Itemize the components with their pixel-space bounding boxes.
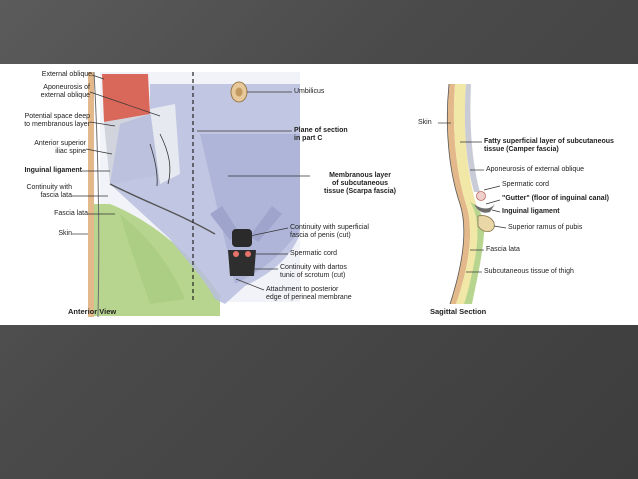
sagittal-skin-layer	[447, 84, 471, 304]
label-sagittal-skin: Skin	[418, 119, 432, 126]
penis-stump-right	[250, 206, 282, 242]
spermatic-cord-right	[245, 251, 251, 257]
label-sagittal-subcutaneous-thigh: Subcutaneous tissue of thigh	[484, 268, 574, 275]
potential-space	[150, 104, 180, 184]
fascia-lata-shading	[120, 214, 185, 304]
label-continuity-penis: Continuity with superficial fascia of pe…	[290, 224, 369, 239]
label-potential-space: Potential space deep to membranous layer	[24, 113, 90, 128]
skin-strip	[88, 72, 94, 317]
sagittal-spermatic-cord	[476, 191, 486, 201]
label-sagittal-gutter: "Gutter" (floor of inguinal canal)	[502, 195, 609, 202]
label-continuity-dartos: Continuity with dartos tunic of scrotum …	[280, 264, 347, 279]
sagittal-aponeurosis	[464, 84, 480, 192]
label-sagittal-fascia-lata: Fascia lata	[486, 246, 520, 253]
penis-cut	[232, 229, 252, 247]
external-oblique-muscle	[102, 74, 150, 122]
label-continuity-fascia-lata: Continuity with fascia lata	[26, 184, 72, 199]
inguinal-ligament-line	[109, 183, 216, 235]
label-plane-of-section: Plane of section in part C	[294, 127, 348, 142]
label-membranous-layer: Membranous layer of subcutaneous tissue …	[324, 172, 396, 195]
label-aponeurosis: Aponeurosis of external oblique	[40, 84, 90, 99]
label-sagittal-superior-ramus: Superior ramus of pubis	[508, 224, 583, 231]
anatomy-illustration	[72, 71, 507, 318]
label-fascia-lata: Fascia lata	[54, 210, 88, 217]
caption-anterior-view: Anterior View	[68, 307, 117, 316]
sagittal-fatty-layer	[453, 84, 481, 304]
label-sagittal-aponeurosis: Aponeurosis of external oblique	[486, 166, 585, 173]
anatomy-figure: External oblique Aponeurosis of external…	[0, 64, 638, 325]
scarpa-fascia-shading	[200, 134, 300, 284]
sagittal-inguinal-ligament	[474, 204, 495, 213]
label-asis: Anterior superior iliac spine	[34, 140, 86, 155]
spermatic-cord-left	[233, 251, 239, 257]
label-spermatic-cord: Spermatic cord	[290, 250, 338, 257]
label-sagittal-inguinal-ligament: Inguinal ligament	[502, 208, 560, 215]
label-umbilicus: Umbilicus	[294, 88, 325, 95]
label-external-oblique: External oblique	[41, 71, 92, 78]
label-attachment-perineal: Attachment to posterior edge of perineal…	[266, 286, 352, 301]
superior-ramus-pubis	[477, 215, 495, 232]
scrotum-cut	[228, 250, 256, 276]
label-skin: Skin	[58, 230, 72, 237]
label-sagittal-spermatic-cord: Spermatic cord	[502, 181, 550, 188]
label-sagittal-fatty-layer: Fatty superficial layer of subcutaneous …	[484, 138, 614, 153]
caption-sagittal-section: Sagittal Section	[430, 307, 487, 316]
label-inguinal-ligament: Inguinal ligament	[24, 167, 82, 174]
